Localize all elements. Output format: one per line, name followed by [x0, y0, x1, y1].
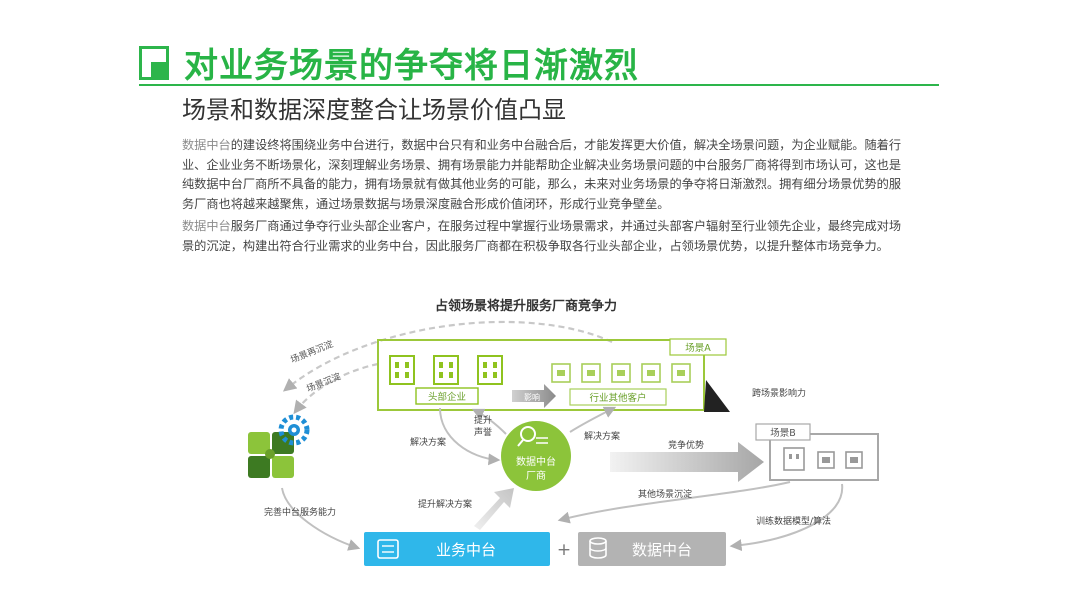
solution-left-label: 解决方案 [410, 436, 446, 448]
head-building-icons [389, 355, 503, 385]
improve-label-line1: 提升 [474, 415, 492, 426]
solution-right-arrow [569, 406, 617, 433]
improve-reputation-arrow [471, 408, 507, 435]
scene-b-building-icons [783, 447, 863, 471]
paragraph-2-text: 服务厂商通过争夺行业头部企业客户，在服务过程中掌握行业场景需求，并通过头部客户辐… [182, 219, 902, 253]
perfect-capability-label: 完善中台服务能力 [264, 506, 336, 518]
improve-label-line2: 声誉 [474, 426, 492, 438]
influence-arrow [512, 384, 556, 408]
data-platform-vendor-circle [501, 421, 571, 491]
train-model-arrow [729, 483, 844, 552]
scene-a-box [377, 339, 705, 411]
improve-solution-arrow [474, 488, 514, 530]
business-platform-label: 业务中台 [436, 541, 496, 559]
paragraph-1-text: 的建设终将围绕业务中台进行，数据中台只有和业务中台融合后，才能发挥更大价值，解决… [182, 138, 902, 211]
head-enterprise-label: 头部企业 [428, 391, 466, 403]
center-label-line1: 数据中台 [516, 455, 556, 468]
industry-others-label: 行业其他客户 [589, 392, 646, 404]
cross-scene-label: 跨场景影响力 [752, 387, 806, 399]
diagram-title: 占领场景将提升服务厂商竞争力 [435, 299, 618, 314]
train-model-label: 训练数据模型/算法 [756, 515, 831, 527]
scene-a-label: 场景A [685, 343, 711, 354]
page-subtitle: 场景和数据深度整合让场景价值凸显 [182, 96, 566, 124]
industry-others-tag [569, 388, 667, 406]
competition-diagram: 场景再沉淀 场景沉淀 场景A 头部企业 影响 行业其他客户 跨场景影响力 场景B… [248, 320, 879, 566]
other-scene-deposit-arrow [557, 481, 791, 524]
scene-b-box [769, 433, 879, 481]
paragraph-2: 数据中台服务厂商通过争夺行业头部企业客户，在服务过程中掌握行业场景需求，并通过头… [182, 217, 912, 256]
paragraph-1-lead: 数据中台 [182, 138, 231, 152]
other-scene-deposit-label: 其他场景沉淀 [638, 488, 692, 500]
business-platform-block [364, 532, 550, 566]
influence-label: 影响 [524, 392, 540, 402]
plus-sign: + [557, 540, 571, 560]
head-enterprise-tag [415, 387, 479, 405]
competitive-edge-label: 竞争优势 [668, 439, 704, 451]
server-icon [377, 539, 399, 559]
title-divider [139, 84, 939, 86]
industry-building-icons [551, 363, 691, 383]
magnifier-icon [520, 426, 536, 442]
puzzle-gear-icon [248, 414, 310, 478]
perfect-capability-arrow [281, 487, 361, 551]
paragraph-1: 数据中台的建设终将围绕业务中台进行，数据中台只有和业务中台融合后，才能发挥更大价… [182, 136, 912, 214]
improve-solution-label: 提升解决方案 [418, 498, 472, 510]
scene-b-label: 场景B [770, 428, 796, 439]
title-marker-icon [139, 46, 179, 86]
solution-left-arrow [439, 407, 501, 466]
scene-deposit-arrow [293, 362, 379, 415]
scene-deposit-label: 场景沉淀 [305, 370, 343, 395]
scene-b-tag [755, 423, 811, 441]
solution-right-label: 解决方案 [584, 430, 620, 442]
center-label-line2: 厂商 [526, 469, 546, 482]
cross-scene-arrow [704, 380, 730, 412]
competitive-edge-arrow [610, 442, 764, 482]
paragraph-2-lead: 数据中台 [182, 219, 231, 233]
page-title: 对业务场景的争夺将日渐激烈 [184, 46, 639, 86]
scene-redeposit-arrow [282, 320, 613, 392]
data-platform-label: 数据中台 [632, 541, 692, 559]
data-platform-block [578, 532, 726, 566]
scene-a-tag [669, 338, 727, 356]
body-text: 数据中台的建设终将围绕业务中台进行，数据中台只有和业务中台融合后，才能发挥更大价… [182, 136, 912, 259]
